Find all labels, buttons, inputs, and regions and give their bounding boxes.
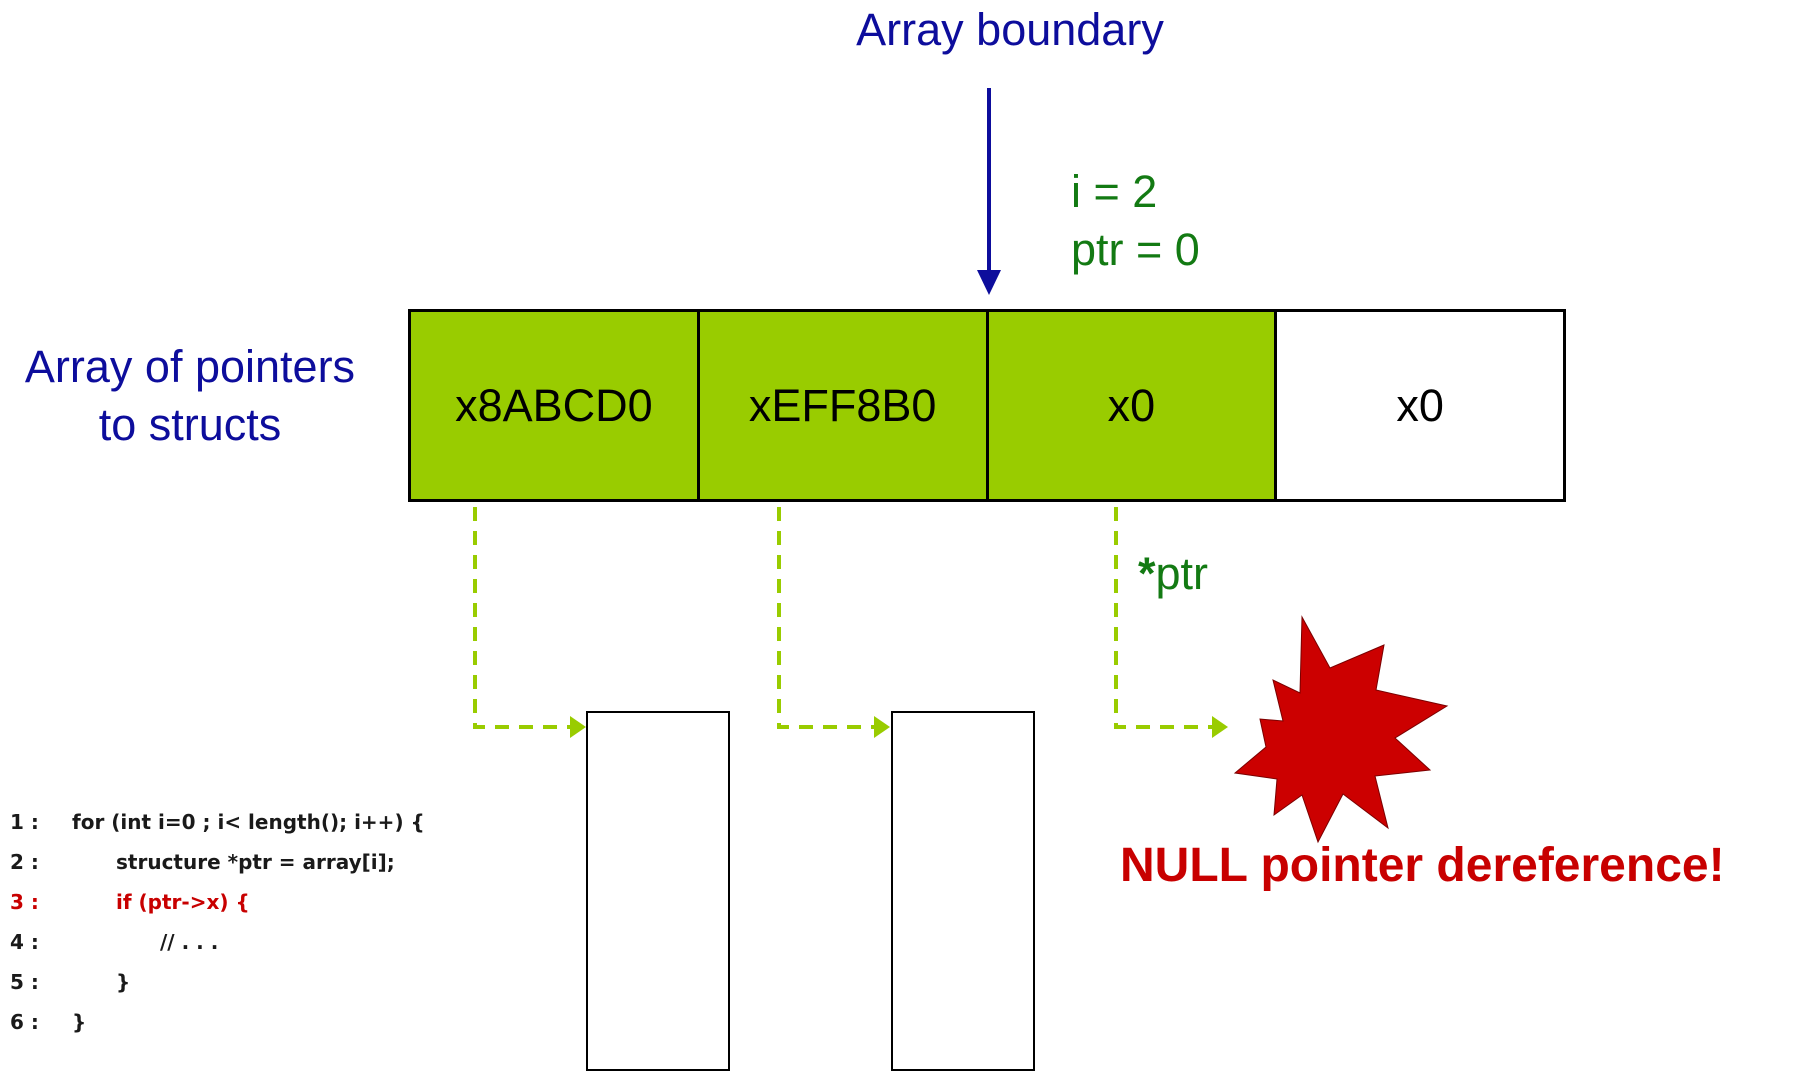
code-line: 2 : structure *ptr = array[i];	[10, 842, 425, 882]
explosion-icon	[1233, 615, 1449, 844]
code-line: 1 : for (int i=0 ; i< length(); i++) {	[10, 802, 425, 842]
line-number: 3 :	[10, 890, 39, 914]
code-text: structure *ptr = array[i];	[116, 850, 395, 874]
array-cell-2: x0	[988, 312, 1278, 499]
code-line: 6 :}	[10, 1002, 425, 1042]
line-number: 5 :	[10, 970, 39, 994]
array-cell-1: xEFF8B0	[699, 312, 989, 499]
line-number: 1 :	[10, 810, 39, 834]
pointer-arrow-1	[473, 507, 586, 738]
loop-state: i = 2 ptr = 0	[1071, 163, 1200, 279]
struct-box	[586, 711, 730, 1071]
array-boundary-label: Array boundary	[856, 4, 1164, 55]
array-cell-3: x0	[1277, 312, 1563, 499]
diagram-overlay	[473, 88, 1449, 844]
code-text: for (int i=0 ; i< length(); i++) {	[72, 810, 425, 834]
code-line: 5 :}	[10, 962, 425, 1002]
pointer-array: x8ABCD0 xEFF8B0 x0 x0	[408, 309, 1566, 502]
deref-text: ptr	[1155, 548, 1209, 599]
code-text: if (ptr->x) {	[116, 890, 250, 914]
code-line: 4 : // . . .	[10, 922, 425, 962]
error-message: NULL pointer dereference!	[1120, 839, 1725, 892]
deref-label: *ptr	[1138, 548, 1208, 600]
array-cell-0: x8ABCD0	[411, 312, 700, 499]
line-number: 4 :	[10, 930, 39, 954]
code-text: // . . .	[160, 930, 219, 954]
code-listing: 1 : for (int i=0 ; i< length(); i++) { 2 :…	[10, 802, 425, 1042]
boundary-arrow	[977, 88, 1001, 295]
index-value: i = 2	[1071, 166, 1158, 217]
array-label: Array of pointers to structs	[24, 341, 356, 450]
line-number: 6 :	[10, 1010, 39, 1034]
pointer-arrow-2	[777, 507, 890, 738]
struct-box	[891, 711, 1035, 1071]
code-text: }	[116, 970, 131, 994]
pointer-arrow-3	[1114, 507, 1228, 738]
line-number: 2 :	[10, 850, 39, 874]
deref-star: *	[1138, 548, 1156, 599]
ptr-value: ptr = 0	[1071, 224, 1200, 275]
code-line: 3 : if (ptr->x) {	[10, 882, 425, 922]
code-text: }	[72, 1010, 87, 1034]
